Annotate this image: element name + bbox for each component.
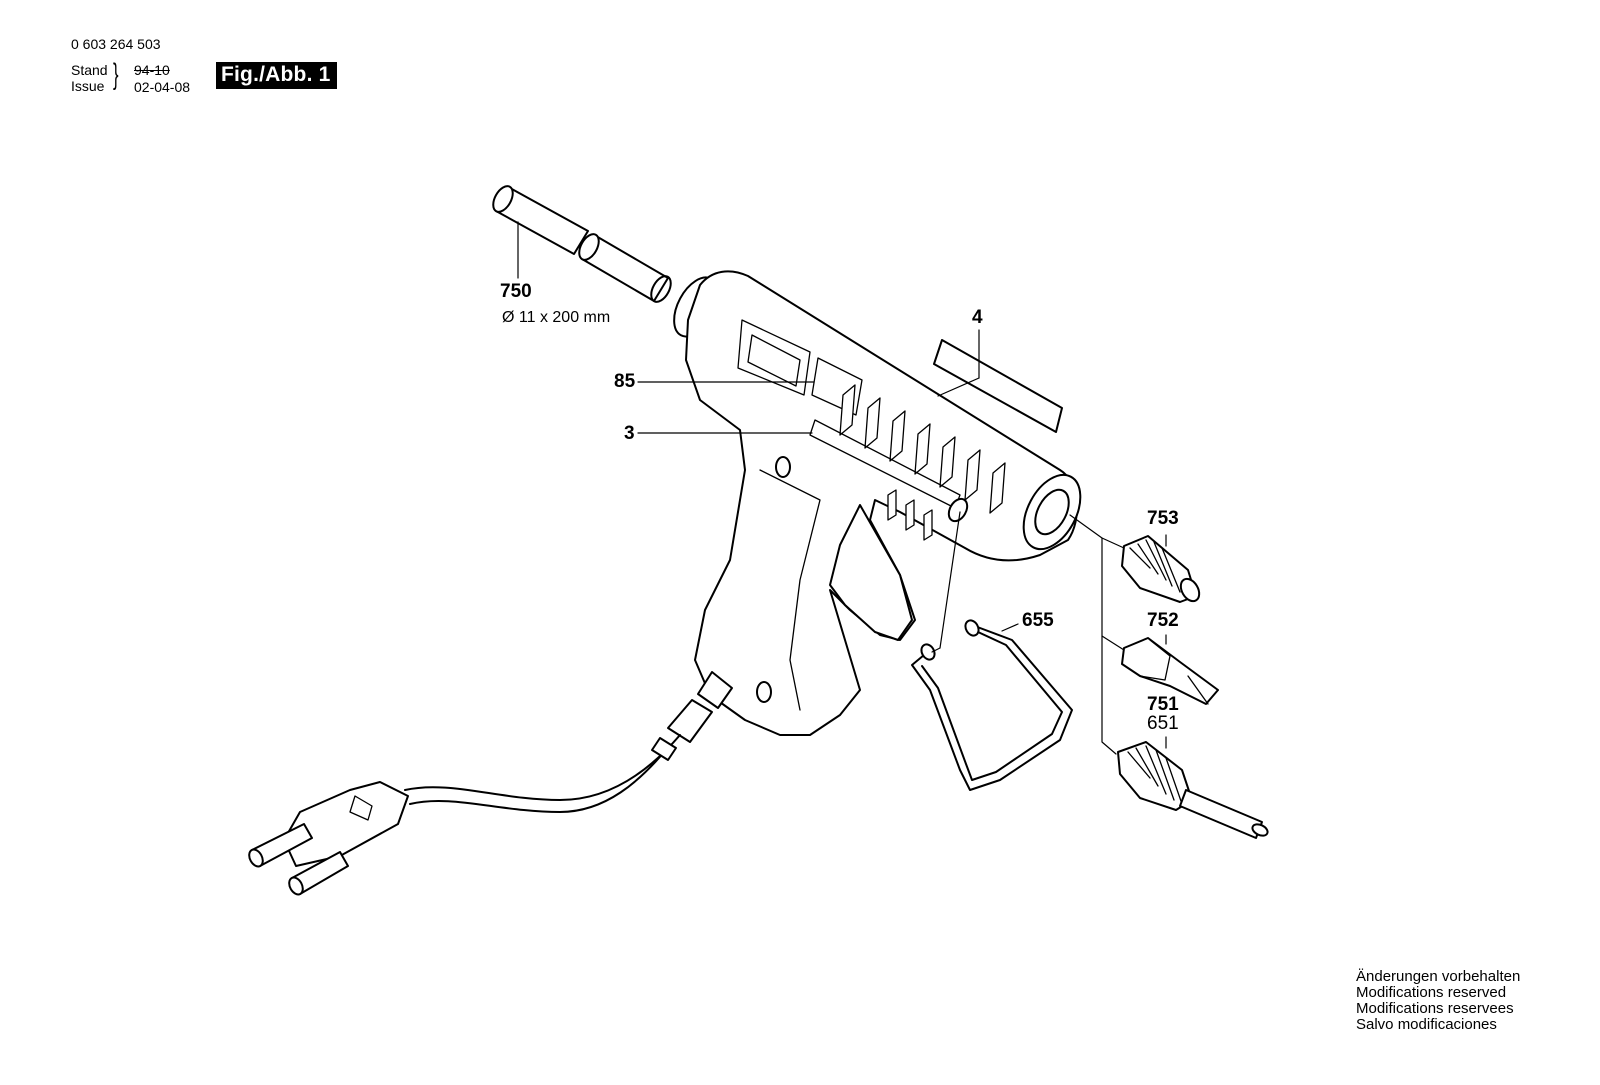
modification-notice: Änderungen vorbehalten Modifications res… <box>1356 969 1520 1033</box>
callout-750: 750 <box>500 281 532 302</box>
issue-label: Issue <box>71 78 105 94</box>
leader-lines <box>517 221 1167 755</box>
nozzle-752-part <box>1121 637 1219 705</box>
callout-751: 751 <box>1147 694 1179 715</box>
brace-symbol: } <box>113 58 119 91</box>
notice-german: Änderungen vorbehalten <box>1356 968 1521 985</box>
notice-french: Modifications reservees <box>1356 1000 1514 1017</box>
issue-date: 02-04-08 <box>134 79 191 95</box>
callout-655: 655 <box>1022 610 1054 631</box>
notice-english: Modifications reserved <box>1356 984 1507 1001</box>
stand-value: 94-10 <box>134 62 170 78</box>
callout-752: 752 <box>1147 610 1179 631</box>
nameplate-part <box>933 339 1063 433</box>
part-number: 0 603 264 503 <box>71 36 161 52</box>
glue-stick-part <box>492 185 672 303</box>
nozzle-753-part <box>1121 535 1201 603</box>
callout-651: 651 <box>1147 713 1179 734</box>
notice-spanish: Salvo modificaciones <box>1356 1016 1497 1033</box>
callout-85: 85 <box>614 371 636 392</box>
glue-stick-size: Ø 11 x 200 mm <box>502 309 611 326</box>
power-cable <box>248 734 681 896</box>
figure-label: Fig./Abb. 1 <box>216 62 337 89</box>
glue-gun-housing <box>667 270 1082 743</box>
stand-label: Stand <box>71 62 108 78</box>
nozzle-751-part <box>1117 741 1269 839</box>
callout-3: 3 <box>624 423 635 444</box>
callout-753: 753 <box>1147 508 1179 529</box>
callout-4: 4 <box>972 307 983 328</box>
wire-stand-part <box>911 619 1073 791</box>
